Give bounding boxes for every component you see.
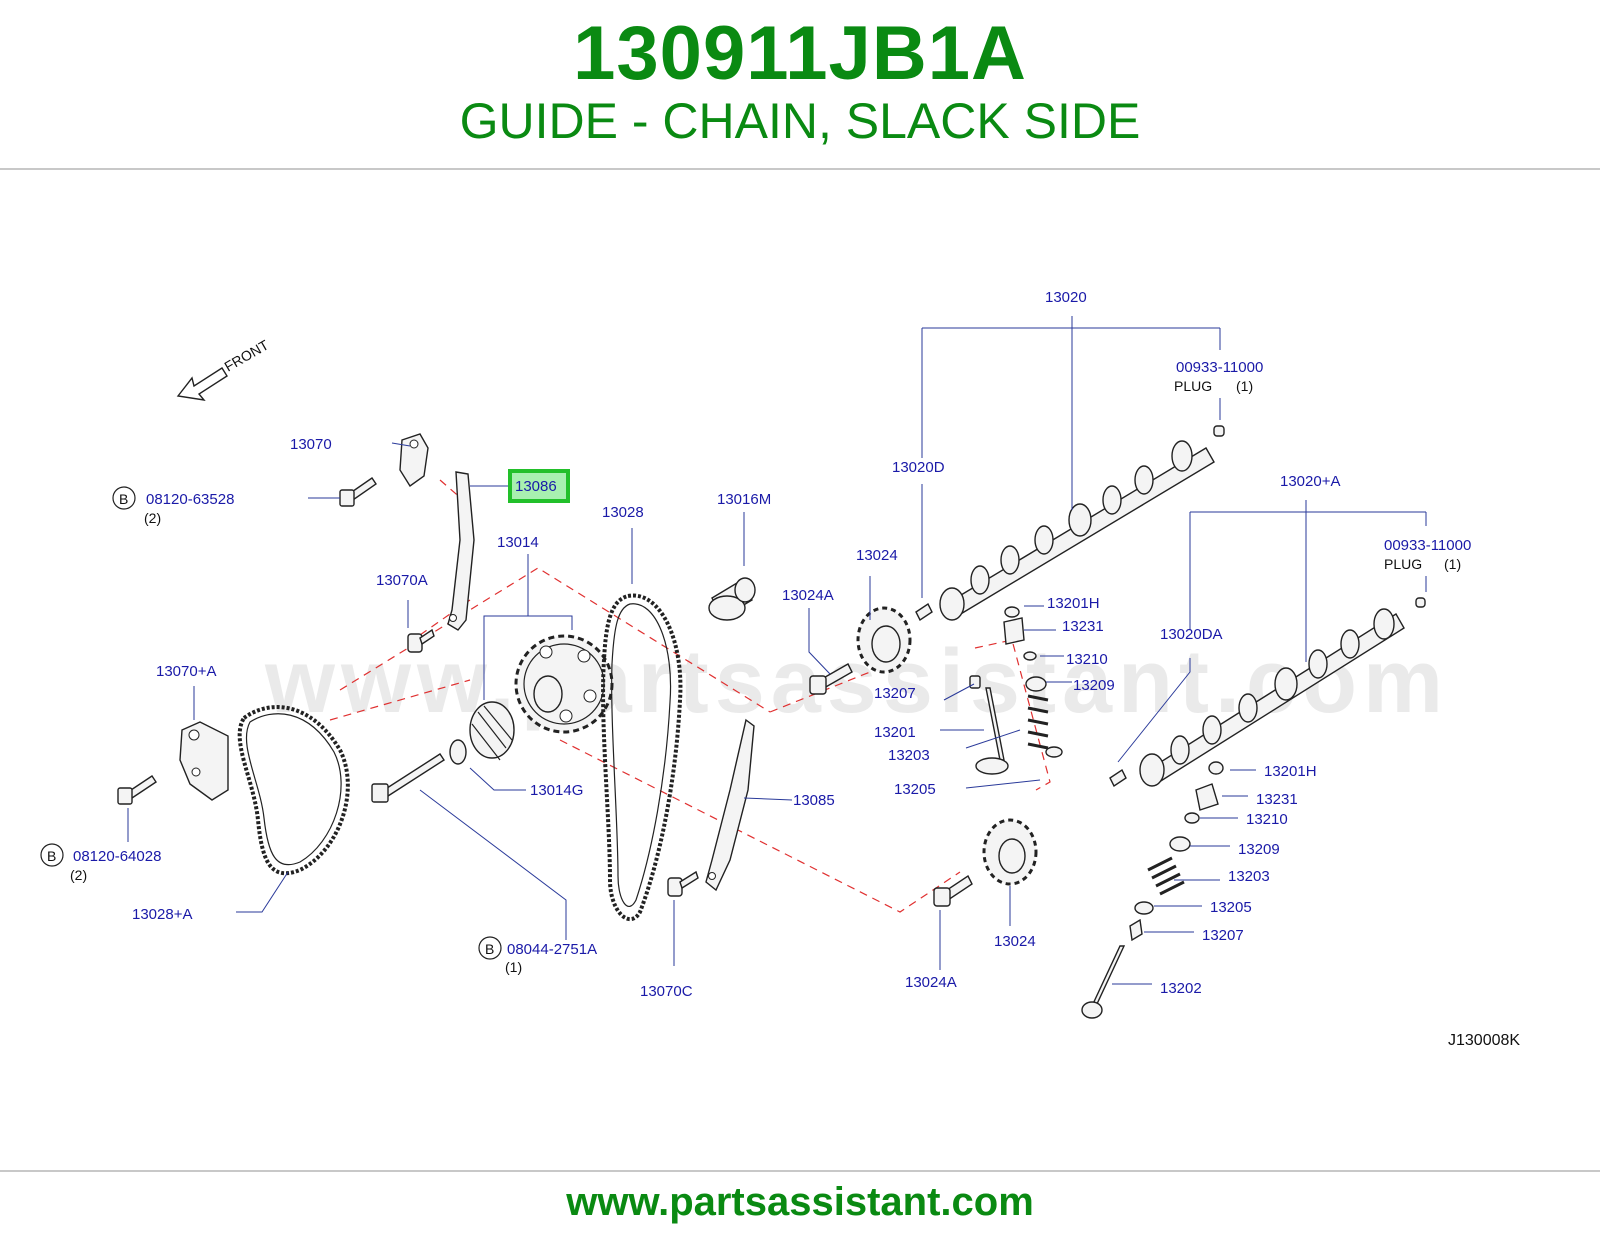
label-13231-bottom[interactable]: 13231 [1256,791,1298,808]
page-header: 130911JB1A GUIDE - CHAIN, SLACK SIDE [0,0,1600,168]
label-13070a[interactable]: 13070A [376,572,428,589]
label-13024a-bottom[interactable]: 13024A [905,974,957,991]
label-13020d[interactable]: 13020D [892,459,945,476]
label-13085[interactable]: 13085 [793,792,835,809]
label-13024a-top[interactable]: 13024A [782,587,834,604]
dowel-13020da [1109,768,1127,788]
label-13210-bottom[interactable]: 13210 [1246,811,1288,828]
sprocket-13014g [449,701,515,765]
bolt-13070c [667,870,699,897]
footer-url[interactable]: www.partsassistant.com [566,1180,1034,1224]
label-08120-64028-qty: (2) [70,867,87,883]
label-08120-63528-qty: (2) [144,510,161,526]
label-08120-63528[interactable]: 08120-63528 [146,491,234,508]
label-00933-11000-a[interactable]: 00933-11000 [1176,359,1263,376]
plug-00933-bottom [1415,597,1426,608]
chain-13028-plus-a [237,705,350,876]
label-00933-11000-b[interactable]: 00933-11000 [1384,537,1471,554]
bolt-13070a [407,628,435,653]
camshaft-13020-plus-a [1139,608,1405,787]
tensioner-13070 [399,433,429,488]
label-13201h-bottom[interactable]: 13201H [1264,763,1317,780]
header-divider [0,168,1600,170]
label-13207-top[interactable]: 13207 [874,685,916,702]
label-13209-top[interactable]: 13209 [1073,677,1115,694]
tensioner-13070-plus-a [179,721,229,801]
label-13201h-top[interactable]: 13201H [1047,595,1100,612]
bolt-marker-b-1: B [112,486,136,510]
label-13205-top[interactable]: 13205 [894,781,936,798]
footer-divider [0,1170,1600,1172]
label-13210-top[interactable]: 13210 [1066,651,1108,668]
bolt-marker-b-1-text: B [119,491,128,507]
label-13203-bottom[interactable]: 13203 [1228,868,1270,885]
bolt-marker-b-3: B [478,936,502,960]
label-13207-bottom[interactable]: 13207 [1202,927,1244,944]
label-13202[interactable]: 13202 [1160,980,1202,997]
leader-lines [127,316,1427,985]
label-13024-top[interactable]: 13024 [856,547,898,564]
label-13014[interactable]: 13014 [497,534,539,551]
label-13024-bottom[interactable]: 13024 [994,933,1036,950]
label-13070[interactable]: 13070 [290,436,332,453]
dowel-13020d [915,602,933,622]
bolt-marker-b-3-text: B [485,941,494,957]
label-plug-a-qty: (1) [1236,378,1253,394]
label-13209-bottom[interactable]: 13209 [1238,841,1280,858]
bolt-08120-64028 [117,775,157,805]
sprocket-13024-bottom [982,818,1038,886]
label-13014g[interactable]: 13014G [530,782,583,799]
front-arrow-icon [176,367,228,401]
label-13203-top[interactable]: 13203 [888,747,930,764]
bolt-08044-2751a [371,753,445,803]
part-13016m [708,577,756,621]
bolt-08120-63528 [339,477,377,507]
front-label: FRONT [222,336,272,374]
reference-code: J130008K [1448,1032,1520,1049]
highlight-box-13086[interactable] [508,469,570,503]
guide-chain-slack-13086 [447,471,475,631]
label-13020da[interactable]: 13020DA [1160,626,1223,643]
camshaft-13020 [939,440,1215,621]
bolt-marker-b-2-text: B [47,848,56,864]
label-plug-a: PLUG [1174,378,1212,394]
label-13028-plus-a[interactable]: 13028+A [132,906,192,923]
valve-train-bottom [1081,761,1224,1019]
watermark-text: www.partsassistant.com [264,632,1449,732]
chain-13028 [601,593,683,921]
label-08044-2751a[interactable]: 08044-2751A [507,941,597,958]
bolt-marker-b-2: B [40,843,64,867]
label-13086[interactable]: 13086 [515,478,557,495]
bolt-13024a-top [809,663,853,695]
label-13028[interactable]: 13028 [602,504,644,521]
sprocket-13024-top [856,606,912,674]
label-plug-b-qty: (1) [1444,556,1461,572]
label-08120-64028[interactable]: 08120-64028 [73,848,161,865]
sprocket-13014 [514,634,614,734]
part-name-subtitle: GUIDE - CHAIN, SLACK SIDE [459,93,1141,149]
label-13016m[interactable]: 13016M [717,491,771,508]
label-13070-plus-a[interactable]: 13070+A [156,663,216,680]
label-08044-2751a-qty: (1) [505,959,522,975]
label-13201[interactable]: 13201 [874,724,916,741]
label-13205-bottom[interactable]: 13205 [1210,899,1252,916]
bolt-13024a-bottom [933,874,973,907]
part-number-title: 130911JB1A [573,11,1027,96]
label-13020[interactable]: 13020 [1045,289,1087,306]
label-13231-top[interactable]: 13231 [1062,618,1104,635]
valve-train-top [969,606,1063,775]
label-13020-plus-a[interactable]: 13020+A [1280,473,1340,490]
plug-00933-top [1213,425,1225,437]
guide-13085 [705,718,755,892]
label-plug-b: PLUG [1384,556,1422,572]
label-13070c[interactable]: 13070C [640,983,693,1000]
